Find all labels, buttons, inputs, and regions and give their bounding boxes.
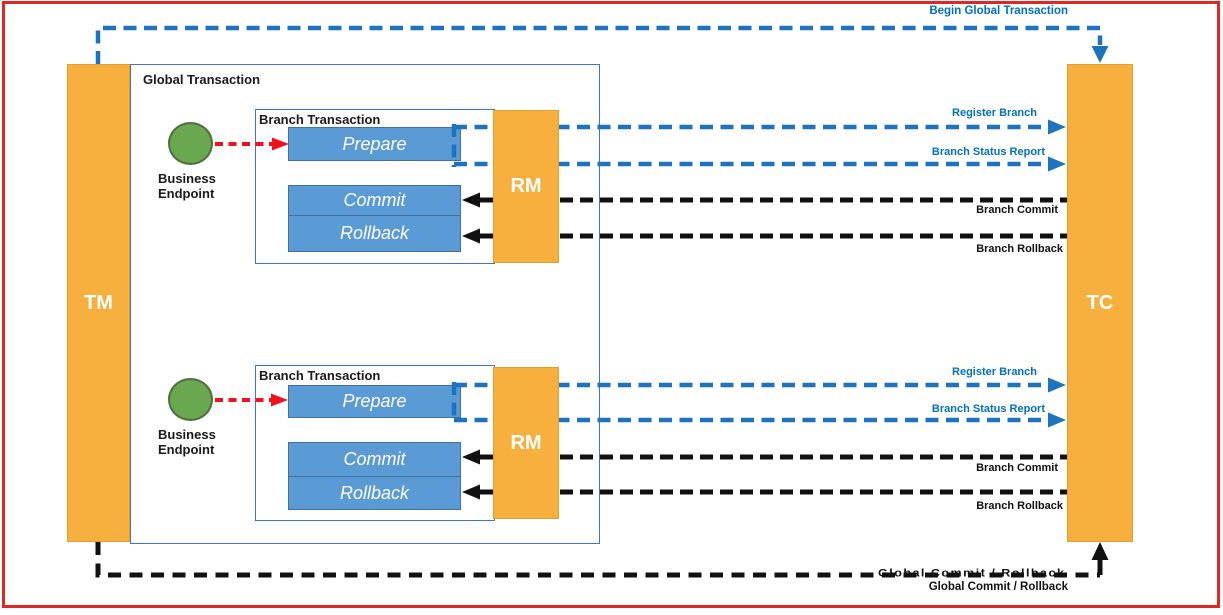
branch-commit-label-2: Branch Commit (976, 462, 1058, 474)
business-endpoint-label-2: Business Endpoint (158, 427, 216, 457)
branch-transaction-label-1: Branch Transaction (259, 112, 381, 127)
resource-manager-bar-2: RM (493, 367, 559, 519)
rollback-box-2: Rollback (288, 476, 461, 510)
global-transaction-label: Global Transaction (143, 72, 261, 87)
global-commit-rollback-label: Global Commit / Rollback (928, 581, 1068, 593)
overlapped-text-artifact: Global Commit / Rollback (878, 567, 1066, 579)
resource-manager-bar-1: RM (493, 110, 559, 263)
prepare-box-2: Prepare (288, 385, 461, 418)
business-endpoint-icon-1 (168, 122, 213, 165)
business-endpoint-label-1: Business Endpoint (158, 171, 216, 201)
branch-status-report-label-1: Branch Status Report (931, 146, 1045, 158)
prepare-box-1: Prepare (288, 127, 461, 161)
branch-commit-label-1: Branch Commit (976, 204, 1058, 216)
register-branch-label-2: Register Branch (952, 366, 1037, 378)
branch-rollback-label-2: Branch Rollback (976, 500, 1063, 512)
commit-box-2: Commit (288, 442, 461, 477)
business-endpoint-label-2-line2: Endpoint (158, 442, 215, 457)
commit-box-1: Commit (288, 185, 461, 216)
business-endpoint-label-1-line1: Business (158, 171, 216, 186)
business-endpoint-label-1-line2: Endpoint (158, 186, 215, 201)
business-endpoint-label-2-line1: Business (158, 427, 216, 442)
branch-status-report-label-2: Branch Status Report (931, 403, 1045, 415)
begin-global-transaction-label: Begin Global Transaction (929, 5, 1068, 17)
branch-rollback-label-1: Branch Rollback (976, 243, 1063, 255)
business-endpoint-icon-2 (168, 378, 213, 421)
rollback-box-1: Rollback (288, 215, 461, 252)
register-branch-label-1: Register Branch (952, 107, 1037, 119)
transaction-manager-bar: TM (67, 64, 130, 542)
branch-transaction-label-2: Branch Transaction (259, 368, 381, 383)
transaction-coordinator-bar: TC (1067, 64, 1133, 542)
